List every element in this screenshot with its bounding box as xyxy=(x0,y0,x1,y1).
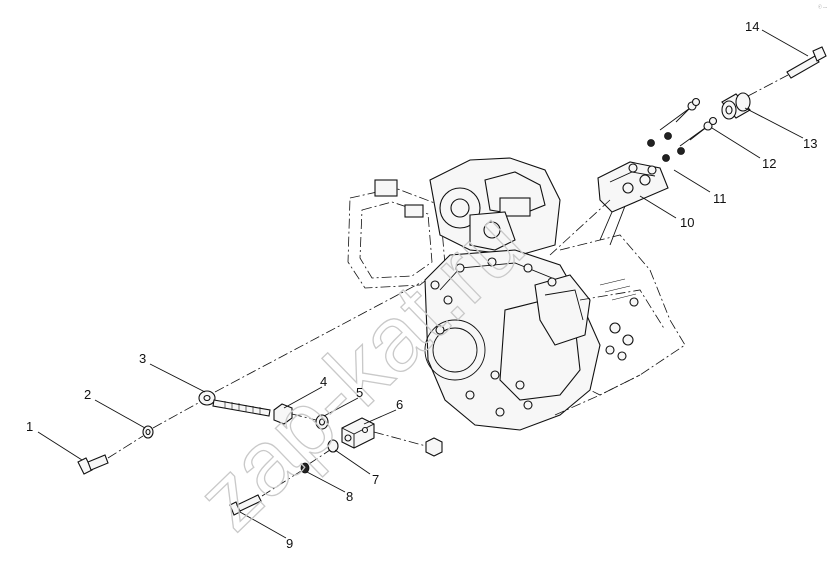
callouts: 1 2 3 4 5 6 7 8 9 10 11 12 13 14 xyxy=(26,19,817,551)
washer-eight xyxy=(300,462,310,474)
callout-4: 4 xyxy=(320,374,327,389)
callout-6: 6 xyxy=(396,397,403,412)
callout-12: 12 xyxy=(762,156,776,171)
callout-14: 14 xyxy=(745,19,759,34)
eye-bolt xyxy=(198,390,271,417)
callout-9: 9 xyxy=(286,536,293,551)
callout-10: 10 xyxy=(680,215,694,230)
small-bolts xyxy=(659,97,718,147)
lower-hardware-group xyxy=(77,281,443,516)
callout-1: 1 xyxy=(26,419,33,434)
spacer-sleeve xyxy=(721,92,751,120)
hex-nut xyxy=(273,403,293,425)
hex-nut-right xyxy=(425,437,443,457)
callout-13: 13 xyxy=(803,136,817,151)
clamp-block xyxy=(341,417,375,449)
engine-gear-housing xyxy=(347,157,686,431)
callout-3: 3 xyxy=(139,351,146,366)
hex-bolt xyxy=(77,454,109,475)
callout-8: 8 xyxy=(346,489,353,504)
corner-mark: ⓡ --- xyxy=(818,3,828,9)
callout-7: 7 xyxy=(372,472,379,487)
leader-lines xyxy=(37,29,809,539)
washer-seven xyxy=(327,439,339,453)
callout-5: 5 xyxy=(356,385,363,400)
callout-2: 2 xyxy=(84,387,91,402)
long-bolt xyxy=(786,46,827,79)
upper-bracket-group xyxy=(549,46,827,256)
callout-11: 11 xyxy=(713,191,727,206)
